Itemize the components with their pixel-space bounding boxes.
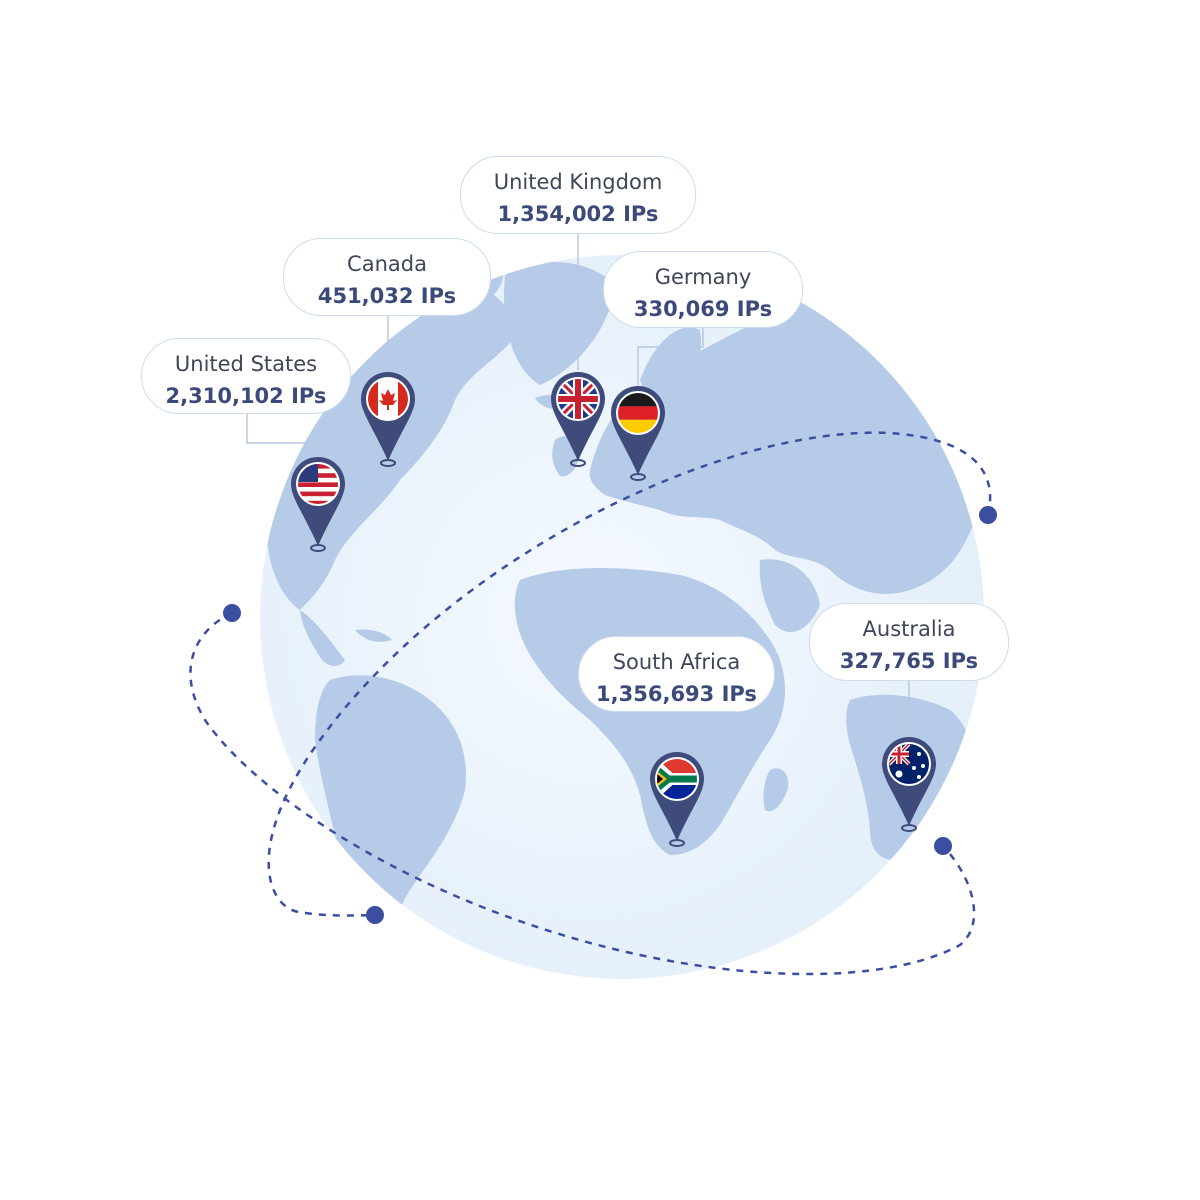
map-pin-uk[interactable]	[551, 372, 605, 467]
map-pin-us[interactable]	[291, 457, 345, 552]
arabian-peninsula	[759, 559, 820, 633]
union-jack-canton	[889, 744, 911, 766]
greenland	[504, 262, 615, 385]
country-name-za: South Africa	[612, 650, 741, 674]
label-connectors	[246, 233, 910, 740]
ip-count-au: 327,765 IPs	[839, 649, 979, 673]
orbit-dot-right	[979, 506, 997, 524]
country-name-au: Australia	[862, 617, 956, 641]
connector-de	[637, 327, 704, 385]
new-zealand	[966, 828, 984, 859]
ip-count-ca: 451,032 IPs	[317, 284, 457, 308]
country-name-de: Germany	[654, 265, 752, 289]
orbit-lines	[189, 431, 992, 976]
label-au: Australia 327,765 IPs	[809, 603, 1009, 681]
ip-count-uk: 1,354,002 IPs	[497, 202, 659, 226]
flag-usa-icon	[298, 464, 338, 504]
ip-count-za: 1,356,693 IPs	[596, 682, 757, 706]
flag-south-africa-icon	[657, 759, 697, 799]
connector-us	[246, 413, 318, 444]
flag-australia-icon	[889, 744, 929, 784]
ip-count-us: 2,310,102 IPs	[165, 384, 327, 408]
flag-uk-icon	[558, 379, 598, 419]
orbit-path-lower	[189, 611, 976, 976]
label-de: Germany 330,069 IPs	[603, 251, 803, 328]
orbit-dot-bottom-left	[366, 906, 384, 924]
map-pin-au[interactable]	[882, 737, 936, 832]
country-name-us: United States	[174, 352, 318, 376]
madagascar	[763, 768, 789, 812]
orbit-dot-bottom-right	[934, 837, 952, 855]
scandinavia	[640, 327, 701, 410]
orbit-path-main	[267, 431, 992, 917]
central-america	[300, 610, 345, 666]
label-uk: United Kingdom 1,354,002 IPs	[460, 156, 696, 234]
caribbean-islands	[355, 629, 392, 642]
country-name-uk: United Kingdom	[493, 170, 663, 194]
orbit-dot-left	[223, 604, 241, 622]
flag-canada-icon	[368, 379, 408, 419]
country-name-ca: Canada	[347, 252, 427, 276]
label-us: United States 2,310,102 IPs	[141, 338, 351, 414]
ip-count-de: 330,069 IPs	[633, 297, 773, 321]
map-pin-za[interactable]	[650, 752, 704, 847]
map-pin-ca[interactable]	[361, 372, 415, 467]
label-ca: Canada 451,032 IPs	[283, 238, 491, 316]
map-pin-de[interactable]	[611, 386, 665, 481]
flag-germany-icon	[618, 393, 658, 433]
label-za: South Africa 1,356,693 IPs	[578, 636, 775, 712]
